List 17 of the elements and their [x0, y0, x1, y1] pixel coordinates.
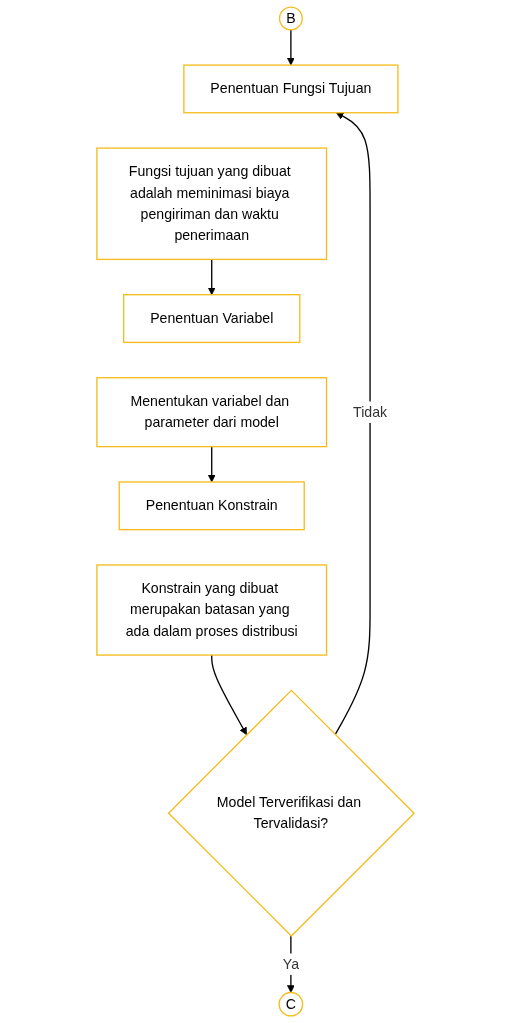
edge-label: Tidak [353, 404, 388, 420]
arrow [211, 654, 247, 735]
node-diamond: Model Terverifikasi dan Tervalidasi? [167, 689, 416, 937]
arrow [287, 29, 295, 66]
node-box: Penentuan Fungsi Tujuan [183, 64, 399, 114]
node-box: Menentukan variabel dan parameter dari model [96, 377, 328, 448]
edge-label: Ya [282, 956, 300, 972]
arrow [287, 935, 295, 993]
node-circle: B [278, 6, 303, 31]
arrow [207, 258, 216, 296]
arrow [207, 445, 216, 483]
node-box: Fungsi tujuan yang dibuat adalah meminimasi biaya pengiriman dan waktu penerimaan [96, 147, 328, 261]
node-circle: C [278, 991, 304, 1017]
arrow [334, 112, 371, 736]
node-box: Penentuan Konstrain [118, 481, 305, 531]
node-box: Penentuan Variabel [123, 294, 301, 344]
node-box: Konstrain yang dibuat merupakan batasan yang ada dalam proses distribusi [96, 564, 328, 656]
